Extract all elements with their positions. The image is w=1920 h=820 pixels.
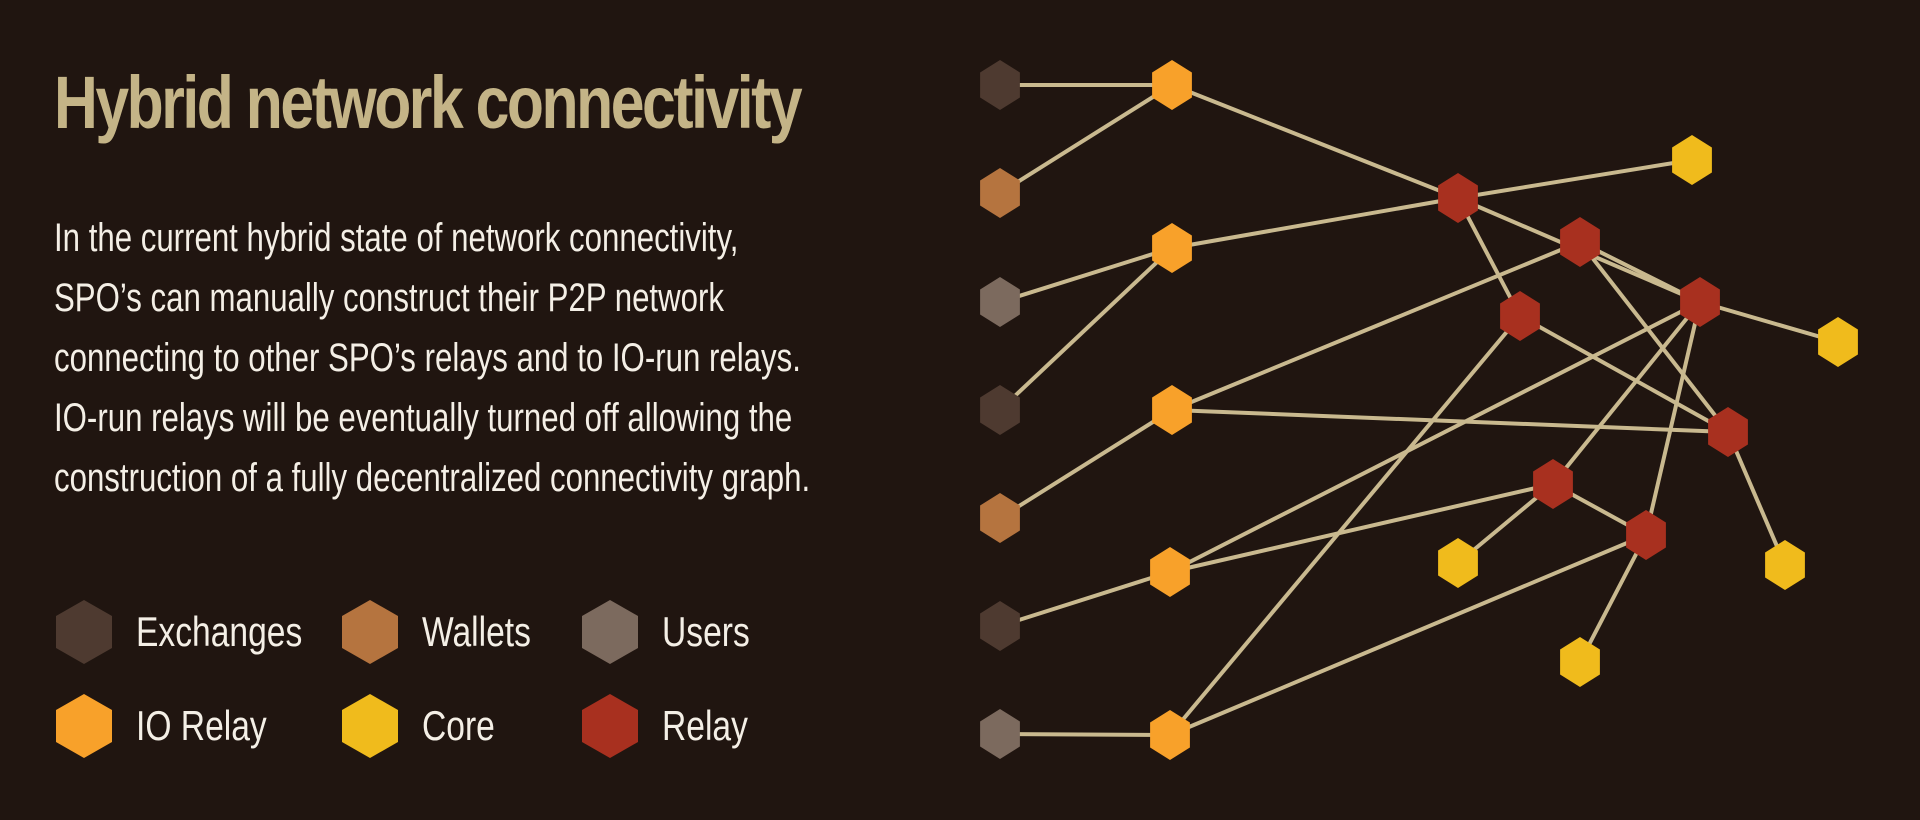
legend-label: Exchanges bbox=[136, 608, 303, 655]
core-node bbox=[1765, 540, 1805, 590]
core-node bbox=[1560, 637, 1600, 687]
io-relay-node bbox=[1152, 223, 1192, 273]
relay-node bbox=[1560, 217, 1600, 267]
core-node bbox=[1672, 135, 1712, 185]
legend: Exchanges Wallets Users IO Relay Core Re… bbox=[54, 598, 934, 768]
users-hexagon-icon bbox=[582, 600, 638, 664]
edge-line bbox=[1726, 431, 1787, 566]
edge-line bbox=[1168, 314, 1522, 737]
core-node bbox=[1818, 317, 1858, 367]
io-relay-node bbox=[1152, 60, 1192, 110]
relay-hexagon-icon bbox=[582, 694, 638, 758]
edge-line bbox=[998, 83, 1174, 195]
text-panel: Hybrid network connectivity In the curre… bbox=[54, 0, 934, 820]
relay-node bbox=[1438, 173, 1478, 223]
graph-nodes bbox=[980, 60, 1858, 760]
network-graph bbox=[980, 60, 1858, 760]
legend-item-core: Core bbox=[340, 692, 513, 760]
wallets-node bbox=[980, 168, 1020, 218]
edge-line bbox=[999, 246, 1173, 304]
edge-line bbox=[999, 732, 1171, 737]
edge-line bbox=[1578, 240, 1730, 434]
edge-line bbox=[998, 246, 1174, 412]
edge-line bbox=[999, 570, 1171, 628]
edge-line bbox=[1699, 300, 1839, 344]
graph-edges bbox=[998, 83, 1839, 737]
description-line: construction of a fully decentralized co… bbox=[54, 456, 811, 500]
description: In the current hybrid state of network c… bbox=[54, 208, 1023, 508]
io-relay-node bbox=[1150, 710, 1190, 760]
exchanges-node bbox=[980, 601, 1020, 651]
io-relay-node bbox=[1152, 385, 1192, 435]
legend-item-users: Users bbox=[580, 598, 772, 666]
description-line: In the current hybrid state of network c… bbox=[54, 216, 739, 260]
edge-line bbox=[1169, 482, 1554, 574]
legend-label: Users bbox=[662, 608, 750, 655]
io-relay-node bbox=[1150, 547, 1190, 597]
edge-line bbox=[1457, 158, 1693, 200]
exchanges-node bbox=[980, 60, 1020, 110]
edge-line bbox=[1171, 83, 1459, 200]
users-node bbox=[980, 709, 1020, 759]
legend-item-exchanges: Exchanges bbox=[54, 598, 344, 666]
edge-line bbox=[1171, 196, 1459, 250]
edge-line bbox=[998, 408, 1174, 520]
edge-line bbox=[1171, 240, 1581, 412]
relay-node bbox=[1680, 277, 1720, 327]
edge-line bbox=[1169, 300, 1701, 574]
legend-item-wallets: Wallets bbox=[340, 598, 558, 666]
core-hexagon-icon bbox=[342, 694, 398, 758]
description-line: connecting to other SPO’s relays and to … bbox=[54, 336, 801, 380]
wallets-hexagon-icon bbox=[342, 600, 398, 664]
page-title: Hybrid network connectivity bbox=[54, 61, 803, 144]
legend-item-relay: Relay bbox=[580, 692, 769, 760]
description-line: SPO’s can manually construct their P2P n… bbox=[54, 276, 724, 320]
edge-line bbox=[1578, 534, 1648, 663]
legend-label: Relay bbox=[662, 702, 748, 749]
legend-label: Wallets bbox=[422, 608, 531, 655]
description-line: IO-run relays will be eventually turned … bbox=[54, 396, 793, 440]
relay-node bbox=[1626, 510, 1666, 560]
relay-node bbox=[1500, 291, 1540, 341]
exchanges-node bbox=[980, 385, 1020, 435]
exchanges-hexagon-icon bbox=[56, 600, 112, 664]
io-relay-hexagon-icon bbox=[56, 694, 112, 758]
edge-line bbox=[1171, 408, 1729, 434]
edge-line bbox=[1456, 197, 1522, 317]
legend-item-io-relay: IO Relay bbox=[54, 692, 299, 760]
legend-label: Core bbox=[422, 702, 495, 749]
edge-line bbox=[1551, 300, 1702, 486]
users-node bbox=[980, 277, 1020, 327]
wallets-node bbox=[980, 493, 1020, 543]
relay-node bbox=[1708, 407, 1748, 457]
relay-node bbox=[1533, 459, 1573, 509]
legend-label: IO Relay bbox=[136, 702, 267, 749]
edge-line bbox=[1169, 533, 1647, 737]
edge-line bbox=[1519, 314, 1729, 434]
core-node bbox=[1438, 538, 1478, 588]
edge-line bbox=[1579, 240, 1701, 304]
edge-line bbox=[1644, 301, 1702, 536]
